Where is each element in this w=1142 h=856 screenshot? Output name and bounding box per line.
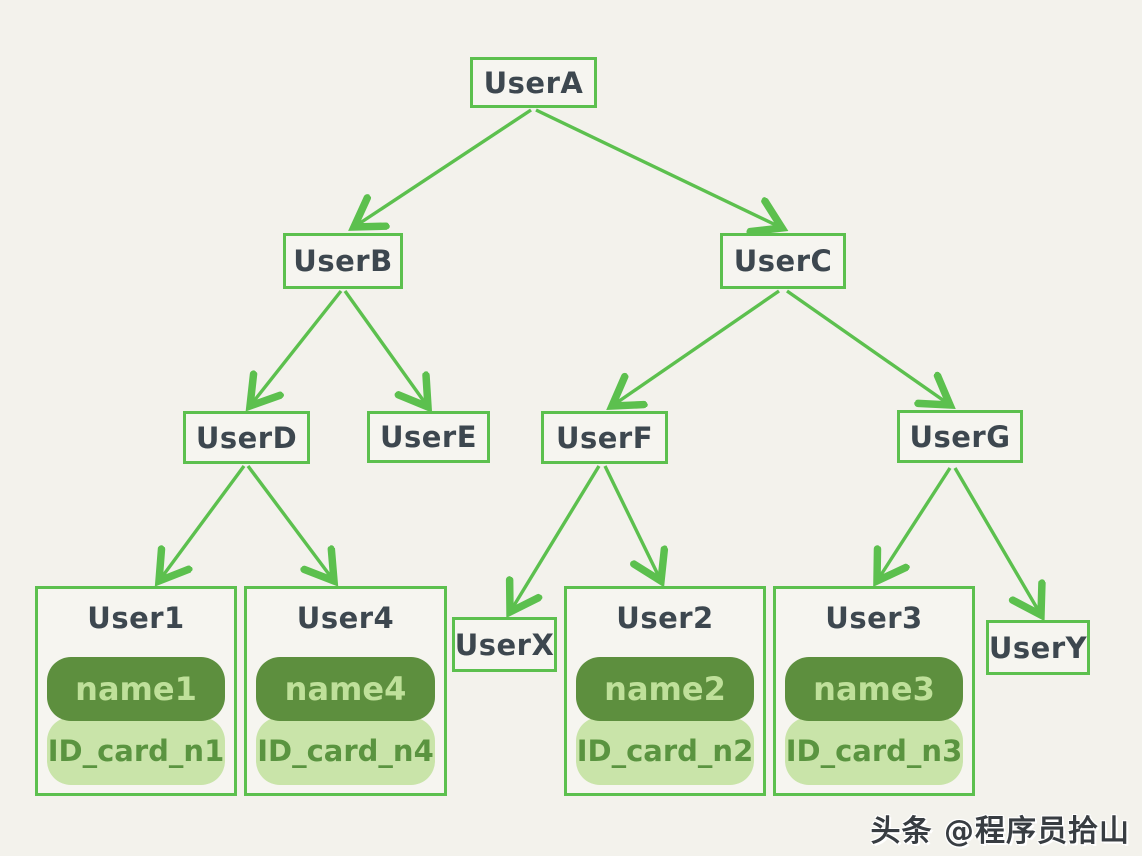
- node-userf-label: UserF: [555, 420, 654, 455]
- node-usera-label: UserA: [483, 65, 584, 100]
- edge-userc-userg: [786, 289, 950, 405]
- watermark: 头条 @程序员拾山: [870, 814, 1130, 849]
- edge-usera-userc: [535, 108, 782, 228]
- node-userd-label: UserD: [195, 420, 298, 455]
- card-user3: User3 name3 ID_card_n3: [773, 586, 975, 796]
- card-user1-idcard-pill: ID_card_n1: [47, 717, 225, 785]
- node-userg: UserG: [897, 410, 1023, 463]
- node-userc: UserC: [720, 233, 846, 289]
- edge-userb-userd: [250, 289, 343, 406]
- edge-userg-user3: [877, 467, 952, 581]
- node-usere-label: UserE: [379, 420, 478, 454]
- card-user2-idcard: ID_card_n2: [576, 734, 754, 768]
- card-user1-idcard: ID_card_n1: [47, 734, 225, 768]
- card-user2-name: name2: [604, 670, 726, 708]
- card-user2-title: User2: [616, 601, 714, 635]
- card-user1-name-pill: name1: [47, 657, 225, 721]
- node-userx-label: UserX: [454, 627, 555, 662]
- card-user3-idcard-pill: ID_card_n3: [785, 717, 963, 785]
- node-usery-label: UserY: [988, 630, 1088, 665]
- card-user1-title: User1: [87, 601, 185, 635]
- node-userd: UserD: [183, 411, 310, 464]
- edge-userc-userf: [612, 289, 780, 406]
- card-user2-idcard-pill: ID_card_n2: [576, 717, 754, 785]
- edge-usera-userb: [354, 108, 532, 227]
- node-userc-label: UserC: [733, 244, 833, 278]
- card-user4-name-pill: name4: [256, 657, 435, 721]
- node-userf: UserF: [541, 411, 668, 464]
- card-user3-name: name3: [813, 670, 935, 708]
- card-user1-name: name1: [75, 670, 197, 708]
- edge-userb-usere: [343, 290, 428, 407]
- card-user3-idcard: ID_card_n3: [785, 734, 963, 768]
- edge-userf-user2: [603, 465, 661, 581]
- card-user3-name-pill: name3: [785, 657, 963, 721]
- node-usery: UserY: [986, 620, 1090, 675]
- card-user3-title: User3: [825, 601, 923, 635]
- edge-userd-user1: [159, 464, 246, 581]
- node-userg-label: UserG: [909, 419, 1011, 454]
- card-user4-idcard: ID_card_n4: [257, 734, 434, 768]
- card-user2-name-pill: name2: [576, 657, 754, 721]
- node-usera: UserA: [470, 57, 597, 108]
- card-user1: User1 name1 ID_card_n1: [35, 586, 237, 796]
- edge-userd-user4: [246, 464, 334, 581]
- card-user4-title: User4: [296, 601, 395, 635]
- node-userb: UserB: [283, 233, 403, 289]
- node-usere: UserE: [367, 411, 490, 463]
- card-user4: User4 name4 ID_card_n4: [244, 586, 447, 796]
- card-user4-idcard-pill: ID_card_n4: [256, 717, 435, 785]
- card-user4-name: name4: [284, 670, 407, 708]
- card-user2: User2 name2 ID_card_n2: [564, 586, 766, 796]
- node-userb-label: UserB: [293, 244, 393, 278]
- node-userx: UserX: [452, 617, 557, 672]
